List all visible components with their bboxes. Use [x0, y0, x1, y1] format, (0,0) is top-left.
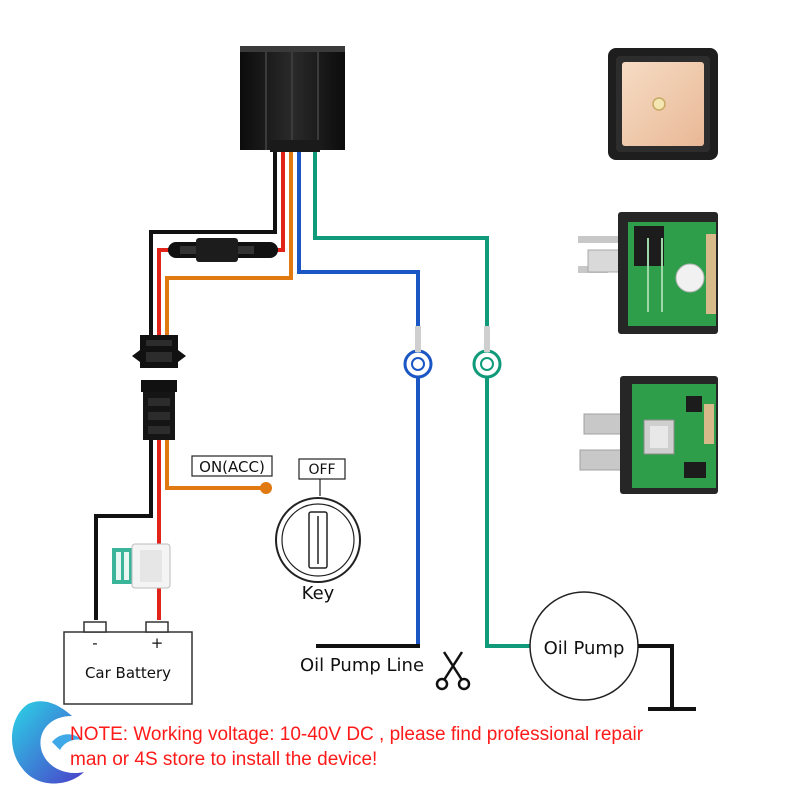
- acc-terminal-dot: [260, 482, 272, 494]
- orange-wire-lower: [165, 440, 266, 490]
- plug-connector-icon: [132, 335, 186, 440]
- ground-icon: [638, 644, 696, 711]
- black-wire-lower: [94, 440, 153, 620]
- scissors-icon: [435, 651, 471, 691]
- battery-plus-label: +: [151, 634, 164, 652]
- ignition-key-icon: [275, 497, 361, 583]
- on-acc-label-box: [191, 455, 273, 477]
- off-label: OFF: [308, 462, 335, 478]
- battery-label: Car Battery: [85, 664, 171, 682]
- key-label: Key: [302, 583, 335, 604]
- ring-terminal-blue: [403, 326, 433, 379]
- installation-note: NOTE: Working voltage: 10-40V DC , pleas…: [70, 722, 780, 772]
- on-acc-label: ON(ACC): [199, 458, 265, 476]
- brand-wave-logo-icon: [11, 701, 84, 784]
- green-wire-lower: [485, 375, 530, 648]
- black-wire: [149, 150, 277, 335]
- note-line-2: man or 4S store to install the device!: [70, 749, 378, 770]
- orange-wire: [165, 150, 293, 335]
- tracker-relay-icon: [240, 46, 345, 152]
- gps-antenna-module: [608, 48, 718, 160]
- oil-pump-label: Oil Pump: [544, 638, 625, 659]
- green-wire: [313, 150, 489, 328]
- note-line-1: NOTE: Working voltage: 10-40V DC , pleas…: [70, 724, 644, 745]
- inline-fuse-icon: [168, 238, 278, 262]
- blade-fuse-icon: [112, 543, 171, 589]
- off-label-box: [298, 458, 346, 480]
- relay-sim-module: [579, 376, 718, 494]
- car-battery: [63, 621, 193, 705]
- battery-minus-label: -: [92, 634, 97, 652]
- oil-pump-line-label: Oil Pump Line: [300, 655, 424, 676]
- blue-wire: [297, 150, 420, 328]
- relay-pcb-module: [578, 212, 718, 334]
- ring-terminal-green: [472, 326, 502, 379]
